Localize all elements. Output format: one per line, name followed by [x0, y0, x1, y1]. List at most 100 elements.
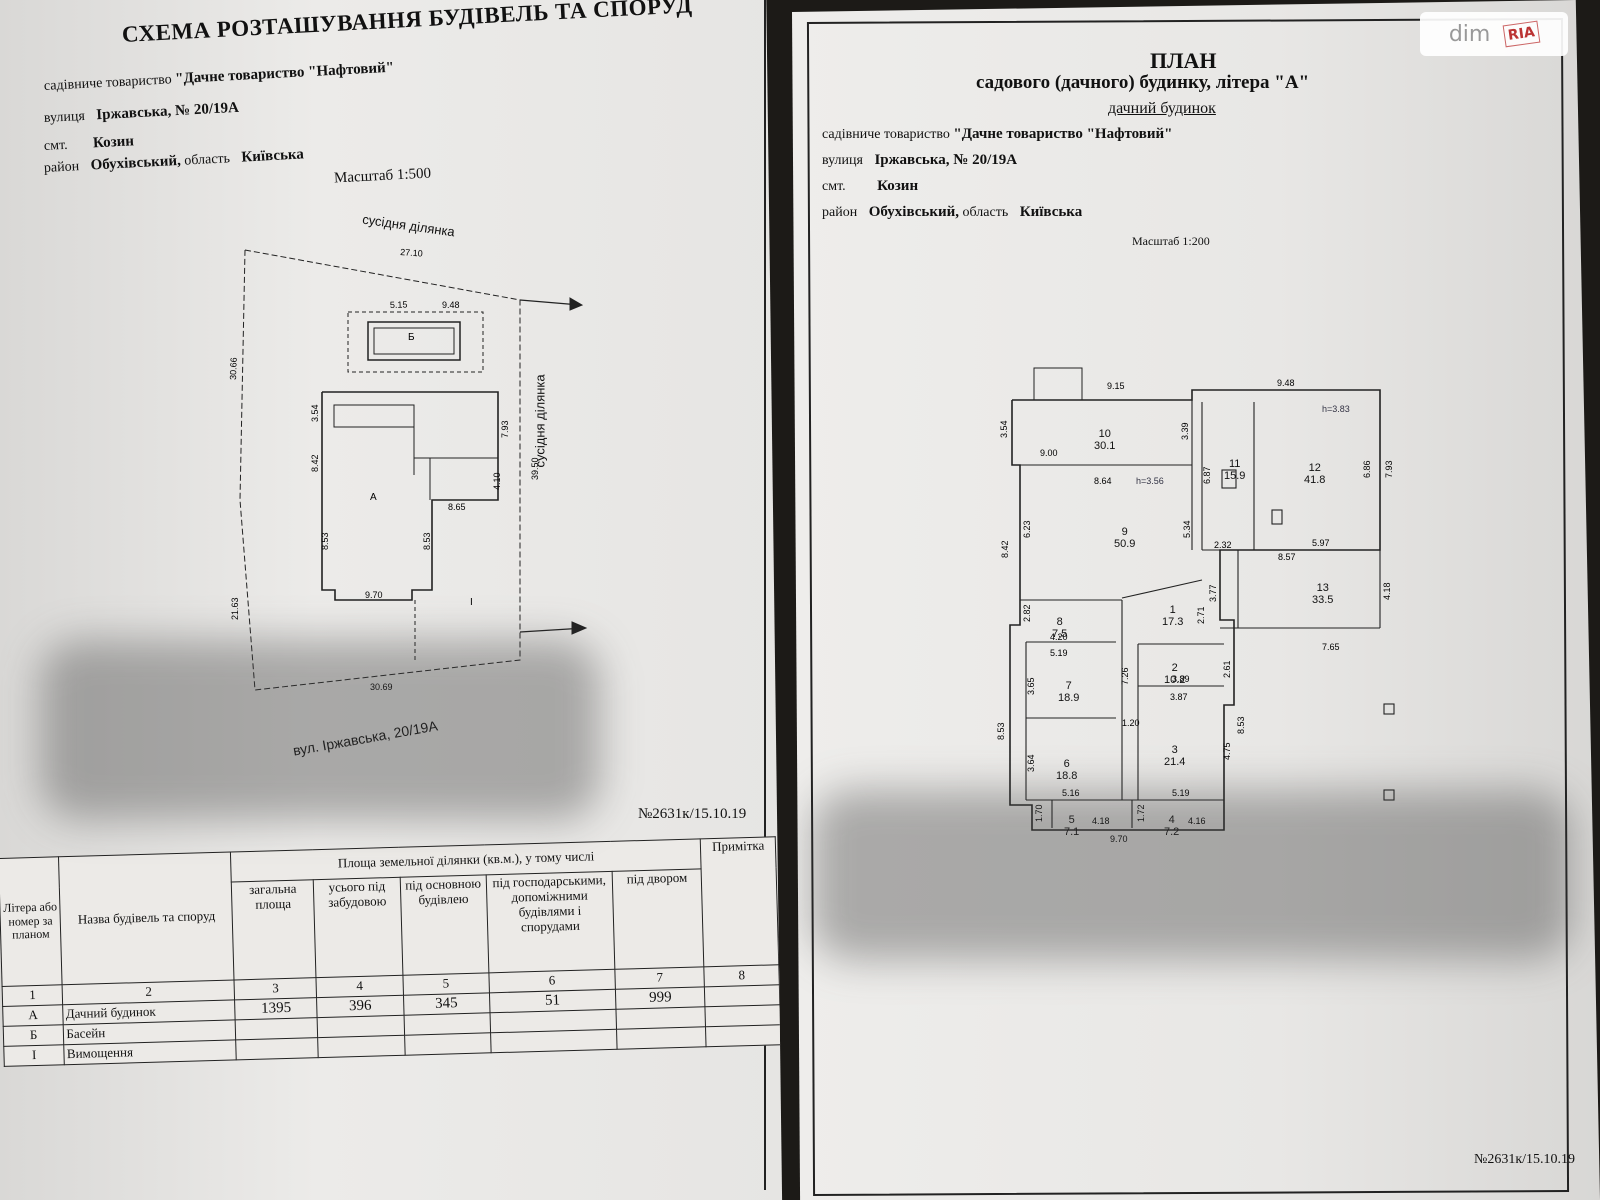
- doc-number-left: №2631к/15.10.19: [638, 806, 747, 822]
- region-label: область: [183, 151, 231, 169]
- logo-dim-text: dim: [1448, 21, 1491, 47]
- dim-857: 8.57: [1278, 552, 1296, 562]
- dim-261: 2.61: [1222, 660, 1232, 678]
- cell: Б: [3, 1024, 65, 1047]
- th-total: загальна площа: [231, 879, 317, 980]
- dim-left-lower: 21.63: [230, 597, 240, 620]
- col-num: 1: [2, 984, 64, 1007]
- town-line: смт. Козин: [822, 178, 918, 195]
- dim-687: 6.87: [1202, 466, 1212, 484]
- house-terrace: [333, 404, 415, 428]
- col-num: 7: [614, 966, 705, 990]
- dim-right: 39.50: [530, 457, 540, 480]
- cell: [235, 1037, 319, 1061]
- region-value: Київська: [1019, 204, 1083, 220]
- dim-389: 3.89: [1172, 674, 1190, 684]
- cell: 396: [316, 995, 404, 1018]
- plot-boundary: [239, 249, 521, 691]
- cell: [317, 1015, 405, 1038]
- height-label-1: h=3.56: [1136, 476, 1164, 486]
- dim-b2: 9.48: [442, 300, 460, 310]
- site-plan-drawing: 5.15 9.48 27.10 30.66 21.63 39.50 30.69 …: [228, 247, 588, 692]
- dim-120: 1.20: [1122, 718, 1140, 728]
- cell: [615, 1007, 706, 1030]
- pool-outline: [367, 321, 461, 361]
- th-main: під основною будівлею: [399, 874, 489, 976]
- house-label: А: [370, 492, 377, 503]
- th-name: Назва будівель та споруд: [58, 852, 235, 985]
- cell: [704, 984, 780, 1008]
- page-frame: [24, 0, 766, 1190]
- society-label: садівниче товариство: [822, 127, 950, 142]
- cell: [404, 1033, 491, 1056]
- plan-subtitle: садового (дачного) будинку, літера "А": [976, 72, 1310, 93]
- dim-b6: 4.10: [492, 472, 502, 490]
- cell: 999: [615, 986, 706, 1010]
- dim-418a: 4.18: [1092, 816, 1110, 826]
- dim-left: 30.66: [228, 357, 239, 380]
- dim-387: 3.87: [1170, 692, 1188, 702]
- right-page-floor-plan: ПЛАН садового (дачного) будинку, літера …: [792, 0, 1600, 1200]
- district-label: район: [43, 159, 80, 176]
- dim-864: 8.64: [1094, 476, 1112, 486]
- dim-516: 5.16: [1062, 788, 1080, 798]
- town-label: смт.: [43, 137, 69, 154]
- dim-b10: 9.70: [365, 590, 383, 600]
- dim-534: 5.34: [1182, 520, 1192, 538]
- pool-inner: [373, 327, 455, 355]
- col-num: 8: [704, 964, 780, 987]
- dim-top: 27.10: [400, 247, 423, 259]
- dim-519b: 5.19: [1172, 788, 1190, 798]
- dim-b3: 3.54: [310, 404, 320, 422]
- floor-plan-drawing: 9.15 9.48 3.54 9.00 3.39 8.64 6.87 6.86 …: [996, 367, 1395, 844]
- dim-416: 4.16: [1188, 816, 1206, 826]
- dim-170: 1.70: [1034, 804, 1044, 822]
- dim-b4: 8.42: [310, 454, 320, 472]
- logo-ria-badge: RIA: [1502, 20, 1541, 48]
- dim-271: 2.71: [1196, 606, 1206, 624]
- town-label: смт.: [822, 179, 846, 194]
- street-value: Іржавська, № 20/19А: [874, 152, 1018, 168]
- town-value: Козин: [92, 133, 135, 152]
- house-outline: [321, 391, 499, 601]
- th-note: Примітка: [700, 836, 779, 967]
- dim-365: 3.65: [1026, 677, 1036, 695]
- scale-label: Масштаб 1:200: [1132, 234, 1210, 248]
- dim-420: 4.20: [1050, 632, 1068, 642]
- dim-418: 4.18: [1382, 582, 1392, 600]
- region-label: область: [962, 205, 1009, 220]
- pool-paving-outline: [347, 311, 484, 373]
- left-page-site-scheme: СХЕМА РОЗТАШУВАННЯ БУДІВЕЛЬ ТА СПОРУД са…: [0, 0, 783, 1200]
- neighbor-right-label: сусідня ділянка: [532, 374, 548, 468]
- street-label: вулиця: [822, 153, 863, 168]
- cell: [490, 1029, 617, 1054]
- cell: [235, 1017, 318, 1041]
- entry-porch: [1033, 367, 1083, 400]
- building-type: дачний будинок: [1108, 100, 1216, 117]
- cell: [317, 1035, 405, 1058]
- photo-shadow: [40, 640, 600, 820]
- th-built: усього під забудовою: [313, 877, 403, 978]
- cell: [403, 1013, 491, 1036]
- dim-475: 4.75: [1222, 742, 1232, 760]
- cell: 345: [403, 992, 490, 1016]
- photo-shadow: [812, 790, 1572, 960]
- land-area-table: Літера або номер за планом Назва будівел…: [0, 836, 782, 1068]
- dim-726: 7.26: [1120, 667, 1130, 685]
- dim-686: 6.86: [1362, 460, 1372, 478]
- dim-b9: 8.53: [422, 532, 432, 550]
- dim-853a: 8.53: [996, 722, 1006, 740]
- dim-282: 2.82: [1022, 604, 1032, 622]
- town-value: Козин: [877, 178, 919, 194]
- dim-232: 2.32: [1214, 540, 1232, 550]
- th-yard: під двором: [612, 868, 705, 970]
- dim-842: 8.42: [1000, 540, 1010, 558]
- cell: І: [3, 1044, 65, 1067]
- dim-377: 3.77: [1208, 584, 1218, 602]
- cell: 1395: [234, 997, 318, 1021]
